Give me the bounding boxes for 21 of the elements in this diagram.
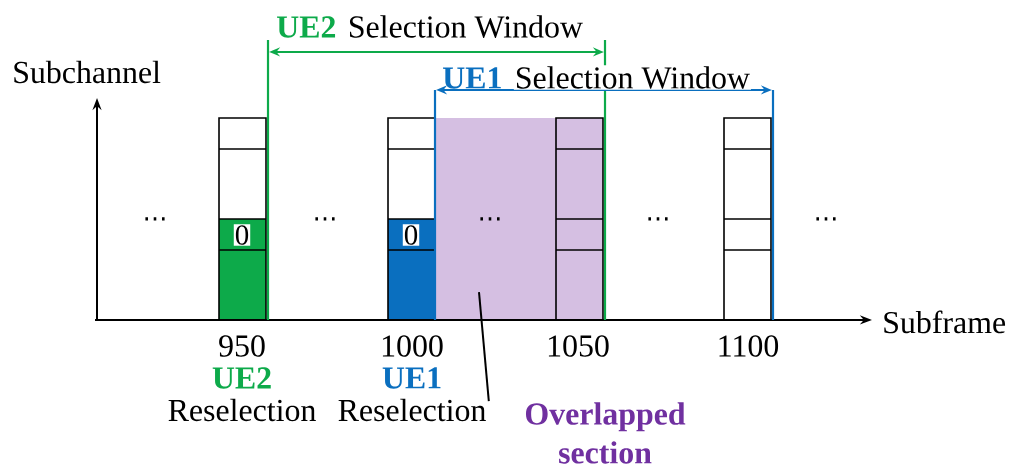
ellipsis: ⋯ bbox=[648, 217, 668, 221]
ellipsis: ⋯ bbox=[315, 217, 335, 221]
axis-label: Subchannel bbox=[14, 60, 161, 84]
ellipsis: ⋯ bbox=[816, 217, 836, 221]
tick-label: 1100 bbox=[719, 335, 779, 357]
tick-label: 950 bbox=[219, 335, 265, 357]
window-label: Selection Window bbox=[513, 65, 751, 90]
window-label: Selection Window bbox=[349, 15, 583, 38]
event-label: Reselection bbox=[338, 398, 486, 422]
leader-line bbox=[478, 291, 490, 403]
axis-label: Subframe bbox=[884, 310, 1006, 334]
ue-label: UE1 bbox=[382, 367, 441, 389]
callout-text: Overlapped section bbox=[526, 402, 686, 464]
window-label: UE1 bbox=[443, 67, 501, 89]
event-label: Reselection bbox=[168, 398, 316, 422]
overlap-region bbox=[435, 118, 603, 320]
window-label: UE2 bbox=[277, 16, 336, 38]
tick-label: 1000 bbox=[382, 335, 443, 357]
ellipsis: ⋯ bbox=[480, 217, 500, 221]
ue-label: UE2 bbox=[212, 367, 271, 389]
ellipsis: ⋯ bbox=[145, 217, 165, 221]
